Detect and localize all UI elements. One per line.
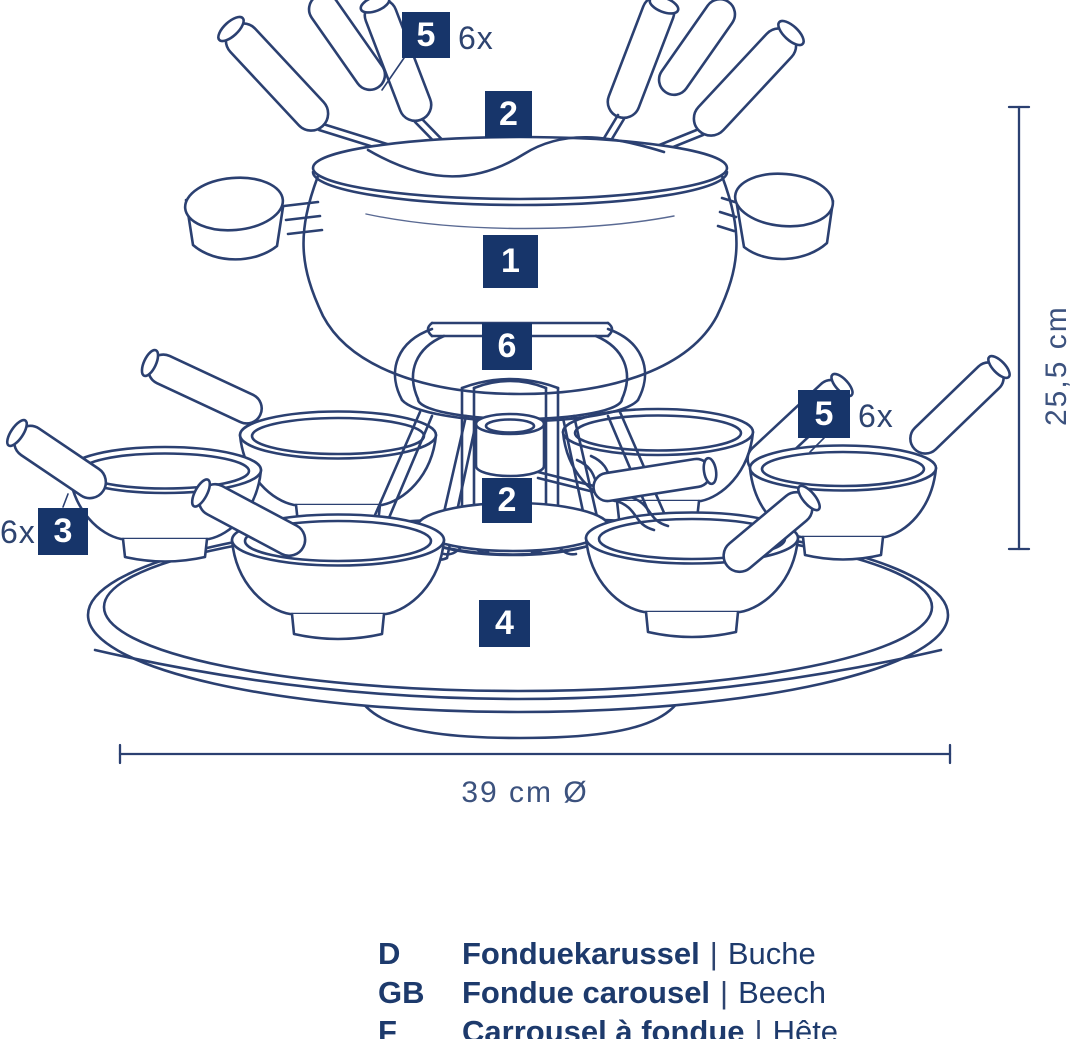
legend-separator: | (754, 1014, 763, 1039)
callout-1: 1 (483, 235, 538, 288)
resting-fork (536, 454, 718, 532)
callout-2-top: 2 (485, 91, 532, 138)
callout-2-center: 2 (482, 478, 532, 523)
callout-5-top: 5 (402, 12, 450, 58)
legend-material-fr: Hête (772, 1014, 839, 1039)
legend-name-de: Fonduekarussel (462, 936, 700, 971)
callout-3-left: 3 (38, 508, 88, 555)
legend-name-fr: Carrousel à fondue (462, 1014, 745, 1039)
legend-row-de: D Fonduekarussel | Buche (378, 934, 838, 973)
legend-material-de: Buche (727, 936, 816, 971)
callout-5-right: 5 (798, 390, 850, 438)
legend-name-gb: Fondue carousel (462, 975, 711, 1010)
legend-row-fr: F Carrousel à fondue | Hête (378, 1012, 838, 1039)
fondue-set-line-art (5, 0, 1031, 765)
diameter-dimension-line (118, 743, 952, 765)
legend-code-fr: F (378, 1014, 397, 1039)
qty-5-right: 6x (858, 398, 894, 434)
callout-4: 4 (479, 600, 530, 647)
legend-code-gb: GB (378, 975, 425, 1010)
legend-row-gb: GB Fondue carousel | Beech (378, 973, 838, 1012)
legend: D Fonduekarussel | Buche GB Fondue carou… (378, 934, 838, 1039)
qty-3-left: 6x (0, 514, 36, 550)
qty-5-top: 6x (458, 20, 494, 56)
height-dimension-label: 25,5 cm (1040, 305, 1073, 426)
legend-code-de: D (378, 936, 401, 971)
legend-separator: | (720, 975, 729, 1010)
diameter-dimension-label: 39 cm Ø (461, 776, 589, 809)
callout-6: 6 (482, 323, 532, 370)
burner-assembly (415, 377, 611, 557)
sauce-bowl-front-left (190, 478, 446, 641)
legend-material-gb: Beech (738, 975, 827, 1010)
callout-leader-lines (62, 57, 825, 508)
sauce-bowl-front-right (584, 484, 821, 639)
height-dimension-line (1007, 105, 1031, 551)
legend-separator: | (709, 936, 718, 971)
